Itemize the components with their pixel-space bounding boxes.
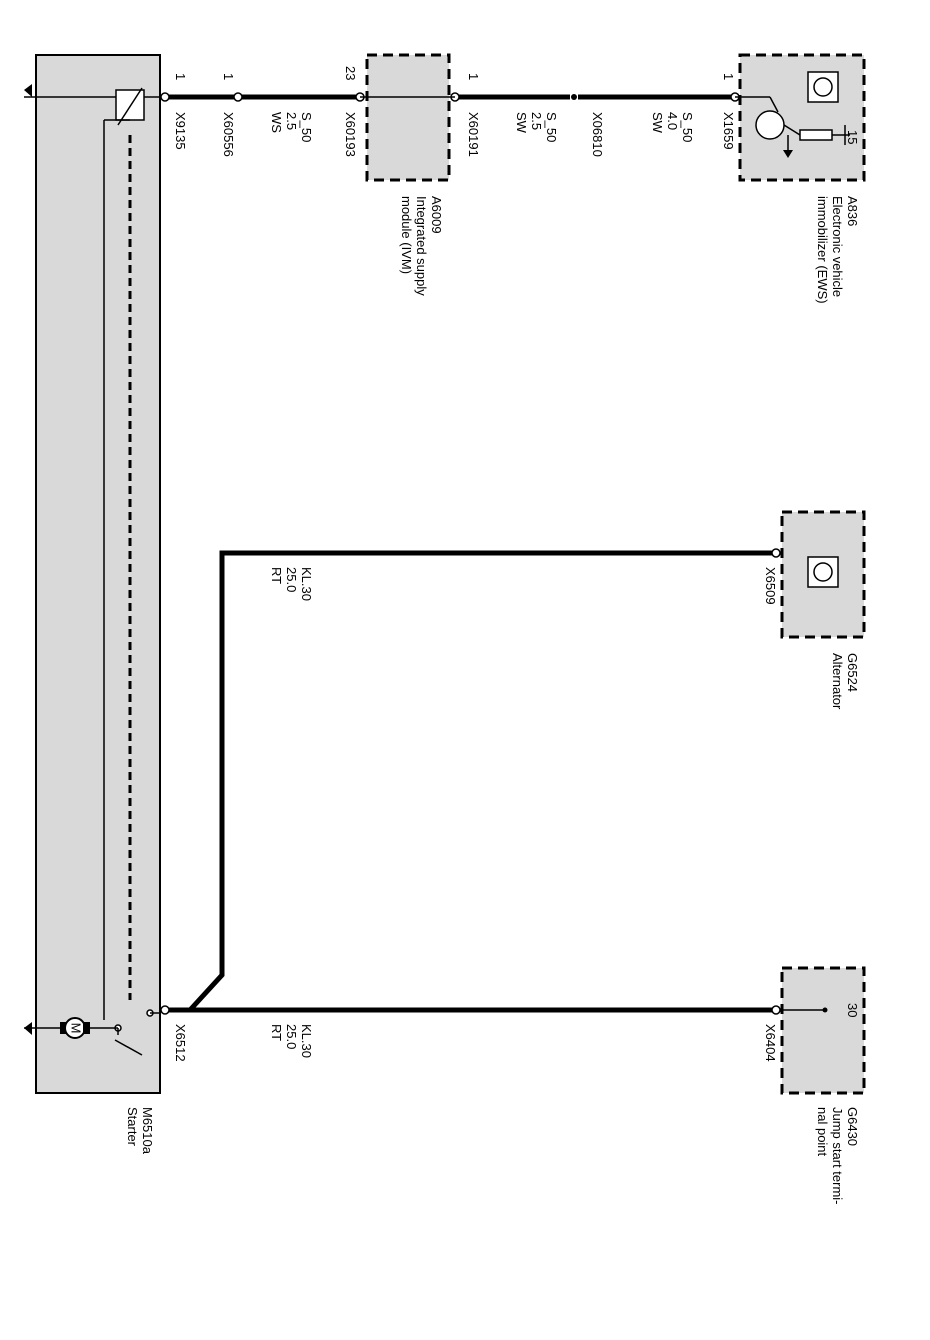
w1-color: SW bbox=[650, 112, 665, 134]
w3-color: WS bbox=[269, 112, 284, 133]
w5-color: RT bbox=[269, 1024, 284, 1041]
starter-component bbox=[24, 54, 161, 1094]
x60193-pin: 23 bbox=[343, 66, 358, 80]
w4-color: RT bbox=[269, 567, 284, 584]
ews-id: A836 bbox=[845, 196, 860, 226]
w2-color: SW bbox=[514, 112, 529, 134]
ews-name-line1: Electronic vehicle bbox=[830, 196, 845, 297]
alternator-name: Alternator bbox=[830, 653, 845, 710]
w5-size: 25.0 bbox=[284, 1024, 299, 1049]
x6512-name: X6512 bbox=[173, 1024, 188, 1062]
x1659-pin: 1 bbox=[721, 73, 736, 80]
w2-signal: S_50 bbox=[544, 112, 559, 142]
x1659-name: X1659 bbox=[721, 112, 736, 150]
jump-start-pin: 30 bbox=[845, 1003, 860, 1017]
w4-size: 25.0 bbox=[284, 567, 299, 592]
jump-start-id: G6430 bbox=[845, 1107, 860, 1146]
ivm-component bbox=[360, 53, 455, 182]
x60191-name: X60191 bbox=[466, 112, 481, 157]
w3-signal: S_50 bbox=[299, 112, 314, 142]
w1-signal: S_50 bbox=[680, 112, 695, 142]
jump-start-component bbox=[776, 966, 866, 1095]
s50-connectors bbox=[160, 92, 740, 102]
starter-name: Starter bbox=[125, 1107, 140, 1147]
continuation-arrow-top bbox=[24, 84, 32, 97]
w1-size: 4.0 bbox=[665, 112, 680, 130]
w2-size: 2.5 bbox=[529, 112, 544, 130]
ews-name-line2: immobilizer (EWS) bbox=[815, 196, 830, 304]
x60556-pin: 1 bbox=[221, 73, 236, 80]
w4-signal: KL.30 bbox=[299, 567, 314, 601]
x6509-name: X6509 bbox=[763, 567, 778, 605]
ivm-name-line1: Integrated supply bbox=[414, 196, 429, 296]
ivm-id: A6009 bbox=[429, 196, 444, 234]
x60193-name: X60193 bbox=[343, 112, 358, 157]
x9135-name: X9135 bbox=[173, 112, 188, 150]
ews-component bbox=[735, 53, 866, 182]
ivm-name-line2: module (IVM) bbox=[399, 196, 414, 274]
starter-id: M6510a bbox=[140, 1107, 155, 1155]
kl30-wires bbox=[160, 548, 781, 1015]
x9135-pin: 1 bbox=[173, 73, 188, 80]
x06810-name: X06810 bbox=[590, 112, 605, 157]
x60556-name: X60556 bbox=[221, 112, 236, 157]
alternator-id: G6524 bbox=[845, 653, 860, 692]
ews-pin: 15 bbox=[845, 130, 860, 144]
x60191-pin: 1 bbox=[466, 73, 481, 80]
starter-motor-symbol: M bbox=[69, 1023, 84, 1034]
w5-signal: KL.30 bbox=[299, 1024, 314, 1058]
x6404-name: X6404 bbox=[763, 1024, 778, 1062]
alternator-component bbox=[780, 510, 866, 639]
jump-start-name-line2: nal point bbox=[815, 1107, 830, 1157]
jump-start-name-line1: Jump start termi- bbox=[830, 1107, 845, 1205]
w3-size: 2.5 bbox=[284, 112, 299, 130]
